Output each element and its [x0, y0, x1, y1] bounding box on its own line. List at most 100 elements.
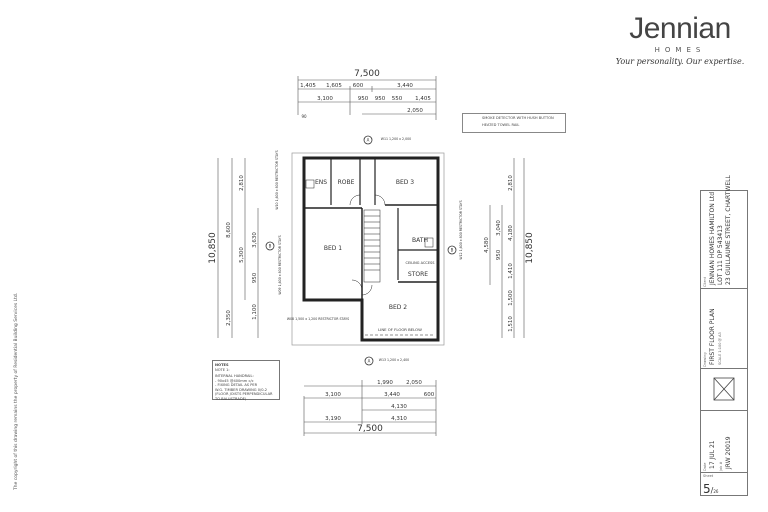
right-dimensions: 10,850 2,810 4,180 1,410 1,500 1,510 4,5… — [484, 175, 535, 332]
dim-stub: 90 — [301, 114, 307, 119]
approval-stamp-icon — [713, 377, 735, 401]
dim-label: 550 — [392, 96, 403, 102]
room-label-bath: BATH — [412, 237, 428, 244]
dim-label: 2,810 — [239, 175, 245, 191]
notes-line: (FLOOR JOISTS PERPENDICULAR — [215, 392, 273, 396]
notes-line: - FIXING DETAIL AS PER — [215, 383, 258, 387]
logo-brand: Jennian — [629, 12, 731, 45]
date-value: 17 JUL 21 — [709, 440, 716, 469]
dim-label: 950 — [375, 96, 386, 102]
dim-label: 2,810 — [508, 175, 514, 191]
notes-line: TO BALUSTRADE) — [215, 396, 247, 401]
legend-towel-rail: HEATED TOWEL RAIL — [482, 123, 520, 127]
symbol-legend: SMOKE DETECTOR WITH HUSH BUTTON HEATED T… — [462, 113, 566, 133]
dimension-lines — [217, 76, 525, 436]
dim-label: 8,600 — [226, 222, 232, 238]
dim-label: 3,040 — [496, 220, 502, 236]
notes-line: - 90x45 @400mm c/c — [215, 378, 254, 383]
sheet-separator: / — [710, 486, 714, 495]
dim-label: 600 — [353, 83, 364, 89]
window-label-left-mid: W09 1,600 x 800 RESTRICTOR STAYS — [278, 235, 282, 294]
top-dimensions: 7,500 1,405 1,605 600 3,440 3,100 950 95… — [300, 69, 431, 119]
dim-label: 600 — [424, 392, 435, 398]
title-block-info: Date 17 JUL 21 Job # JRW 20019 — [701, 411, 747, 473]
section-marker-top: A — [367, 138, 370, 143]
line-of-floor-below-label: LINE OF FLOOR BELOW — [378, 327, 422, 332]
notes-line: W.G. TIMBER DRAWING 0/0-2 — [215, 387, 268, 392]
room-label-bed2: BED 2 — [389, 304, 407, 311]
client-name: JENNIAN HOMES HAMILTON Ltd — [709, 191, 716, 285]
section-marker-left: B — [269, 244, 272, 249]
client-label: Client — [703, 276, 707, 287]
dim-right-overall: 10,850 — [525, 232, 535, 264]
floor-plan — [291, 152, 445, 346]
sheet-number: 5 — [703, 482, 711, 496]
window-label-left-bottom: W08 1,500 x 1,200 RESTRICTOR STAYS — [287, 317, 349, 321]
title-block-drawing: Drawing FIRST FLOOR PLAN SCALE 1:100 @ A… — [701, 289, 747, 369]
window-labels: W11 1,200 x 2,000 W13 1,200 x 2,400 W08 … — [275, 137, 463, 362]
notes-title: NOTES — [215, 363, 229, 367]
dim-label: 3,100 — [317, 96, 333, 102]
room-labels: ENS ROBE BED 3 BED 1 BATH CEILING ACCESS… — [315, 179, 435, 332]
dim-label: 2,050 — [406, 380, 422, 386]
dim-label: 1,500 — [508, 290, 514, 306]
dim-label: 3,440 — [384, 392, 400, 398]
room-label-ceiling-access: CEILING ACCESS — [406, 261, 436, 265]
dim-label: 4,580 — [484, 237, 490, 253]
dim-label: 1,990 — [377, 380, 393, 386]
date-label: Date — [703, 462, 707, 471]
dim-label: 1,410 — [508, 263, 514, 279]
logo-tagline: Your personality. Our expertise. — [615, 57, 745, 66]
room-label-store: STORE — [408, 271, 428, 278]
jennian-logo: Jennian HOMES Your personality. Our expe… — [600, 12, 760, 67]
dim-label: 3,440 — [397, 83, 413, 89]
left-dimensions: 10,850 8,600 2,350 2,810 5,300 3,630 950… — [208, 175, 258, 326]
dim-label: 950 — [358, 96, 369, 102]
dim-label: 4,310 — [391, 416, 407, 422]
notes-box: NOTES NOTE 1: INTERNAL HANDRAIL: - 90x45… — [212, 360, 280, 401]
drawing-title: FIRST FLOOR PLAN — [709, 308, 716, 365]
title-block-sheet: Sheet 5/26 — [703, 474, 718, 497]
dim-label: 4,130 — [391, 404, 407, 410]
legend-smoke-detector: SMOKE DETECTOR WITH HUSH BUTTON — [482, 116, 554, 120]
window-label-bottom: W13 1,200 x 2,400 — [379, 358, 409, 362]
dim-label: 4,180 — [508, 225, 514, 241]
section-marker-bottom: A — [368, 359, 371, 364]
dim-label: 1,100 — [252, 304, 258, 320]
title-block-client: Client JENNIAN HOMES HAMILTON Ltd LOT 11… — [701, 175, 747, 289]
stairs — [363, 209, 381, 283]
room-label-ens: ENS — [315, 179, 327, 186]
notes-note: NOTE 1: — [215, 367, 230, 372]
dim-label: 2,050 — [407, 108, 423, 114]
section-markers: A A B B — [265, 135, 457, 366]
dim-label: 3,100 — [325, 392, 341, 398]
dim-label: 1,605 — [326, 83, 342, 89]
dim-bottom-overall: 7,500 — [357, 424, 383, 434]
section-marker-icon — [447, 245, 457, 255]
notes-line: INTERNAL HANDRAIL: — [215, 374, 254, 378]
drawing-scale: SCALE 1:100 @ A3 — [718, 332, 722, 365]
dim-label: 950 — [496, 249, 502, 260]
dim-label: 1,405 — [415, 96, 431, 102]
window-label-right: W12 1,600 x 800 RESTRICTOR STAYS — [459, 200, 463, 259]
job-value: JRW 20019 — [725, 436, 732, 469]
dim-label: 5,300 — [239, 247, 245, 263]
bottom-dimensions: 1,990 2,050 3,100 3,440 600 4,130 3,190 … — [325, 380, 435, 434]
window-label-left-top: W10 1,600 x 800 RESTRICTOR STAYS — [275, 150, 279, 209]
sheet-total: 26 — [713, 489, 719, 494]
job-label: Job # — [719, 461, 723, 471]
dim-label: 1,510 — [508, 316, 514, 332]
section-marker-icon — [364, 356, 374, 366]
sheet-label: Sheet — [703, 474, 714, 478]
dim-label: 3,190 — [325, 416, 341, 422]
client-address: 23 GUILLAUME STREET, CHARTWELL — [725, 175, 732, 285]
client-lot: LOT 111 DP 543413 — [717, 225, 724, 285]
section-marker-icon — [363, 135, 373, 145]
dim-top-overall: 7,500 — [354, 69, 380, 79]
room-label-bed3: BED 3 — [396, 179, 414, 186]
drawing-label: Drawing — [703, 352, 707, 367]
dim-label: 950 — [252, 272, 258, 283]
dim-label: 2,350 — [226, 310, 232, 326]
room-label-bed1: BED 1 — [324, 245, 342, 252]
